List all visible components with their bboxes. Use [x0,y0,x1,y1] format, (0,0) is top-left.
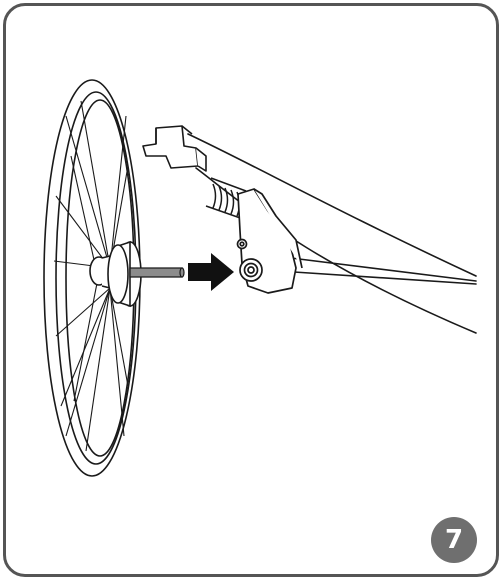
wheel-spokes [53,100,129,452]
instruction-panel: 7 [3,3,499,577]
arrow-right-icon [188,253,234,291]
axle-rod [129,267,185,278]
wheel-attachment-illustration [43,79,477,477]
frame-tube [187,133,477,334]
step-number-badge: 7 [431,517,477,563]
mounting-clamp [142,125,207,172]
axle-bracket [236,188,303,294]
